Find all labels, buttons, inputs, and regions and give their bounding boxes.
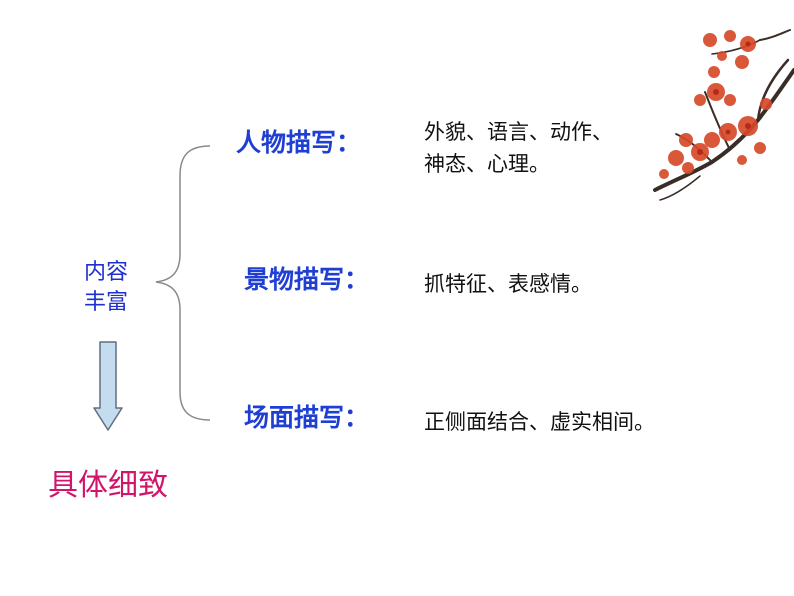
category-detail-characters: 外貌、语言、动作、 神态、心理。: [424, 116, 684, 180]
category-label-characters: 人物描写：: [236, 128, 362, 157]
detail-line: 外貌、语言、动作、: [424, 120, 613, 144]
topic-line: 丰富: [83, 290, 128, 315]
category-label-scenery: 景物描写：: [244, 265, 370, 294]
detail-line: 正侧面结合、虚实相间。: [424, 410, 655, 434]
detail-line: 抓特征、表感情。: [424, 272, 592, 296]
category-detail-scenery: 抓特征、表感情。: [424, 268, 592, 300]
conclusion-label: 具体细致: [48, 468, 168, 503]
detail-line: 神态、心理。: [424, 152, 550, 176]
category-detail-scene: 正侧面结合、虚实相间。: [424, 406, 655, 438]
category-label-scene: 场面描写：: [244, 403, 370, 432]
topic-label: 内容 丰富: [74, 258, 138, 318]
topic-line: 内容: [83, 260, 128, 285]
